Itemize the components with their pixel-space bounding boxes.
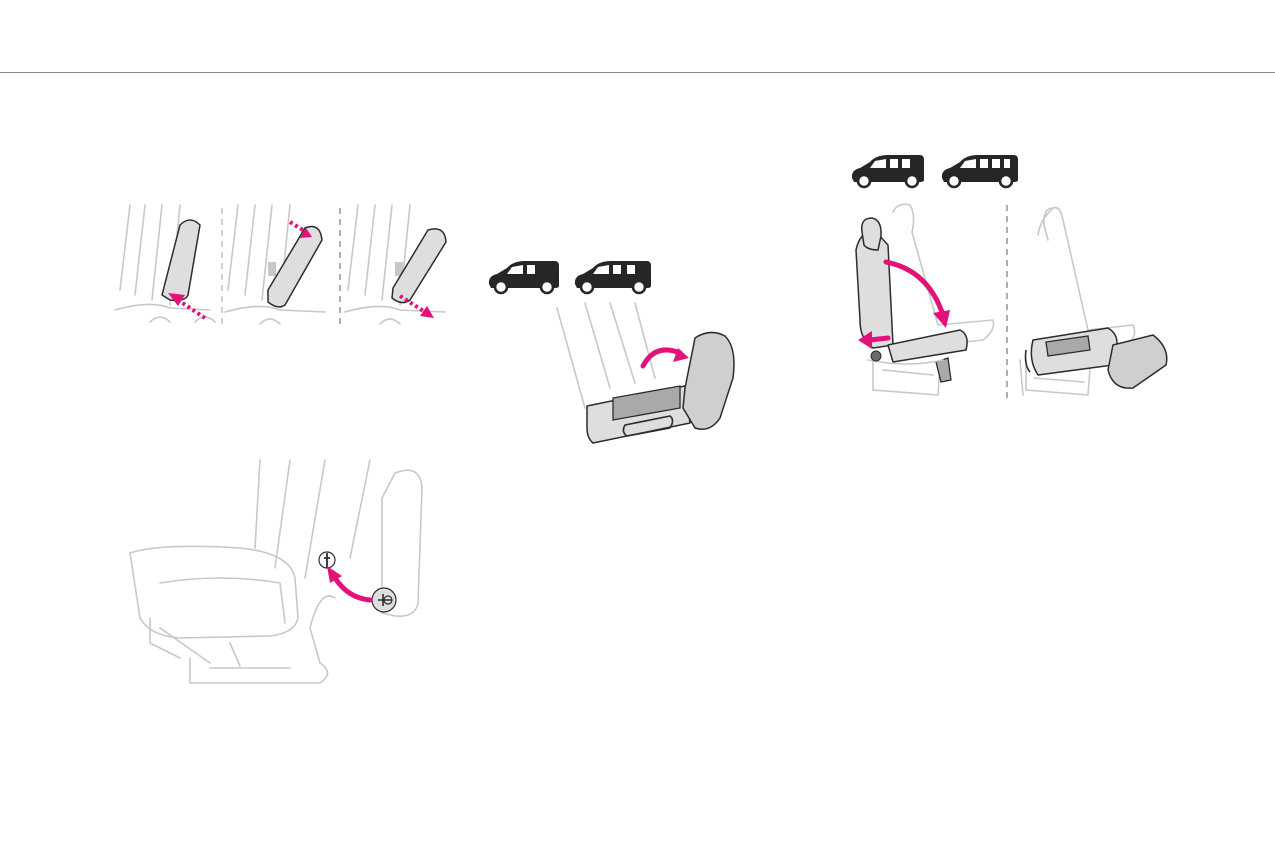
lock-closed-icon xyxy=(318,551,336,569)
armrest-adjust-figure xyxy=(110,200,450,330)
armrest-lock-figure xyxy=(120,458,440,698)
van-long-icon xyxy=(574,261,651,295)
header-rule xyxy=(0,72,1275,73)
van-short-icon xyxy=(851,155,924,189)
armrest-step-lowered xyxy=(224,204,326,325)
van-long-icon xyxy=(941,155,1018,189)
armrest-step-raised xyxy=(114,204,216,323)
lock-open-icon xyxy=(371,587,397,613)
armrest-step-removed xyxy=(344,204,447,325)
van-short-icon xyxy=(488,261,559,295)
seat-fold-figure xyxy=(848,150,1178,405)
cushion-tipup-figure xyxy=(485,258,745,448)
seat-after-fold xyxy=(1019,206,1168,396)
seat-before-fold xyxy=(855,203,995,396)
